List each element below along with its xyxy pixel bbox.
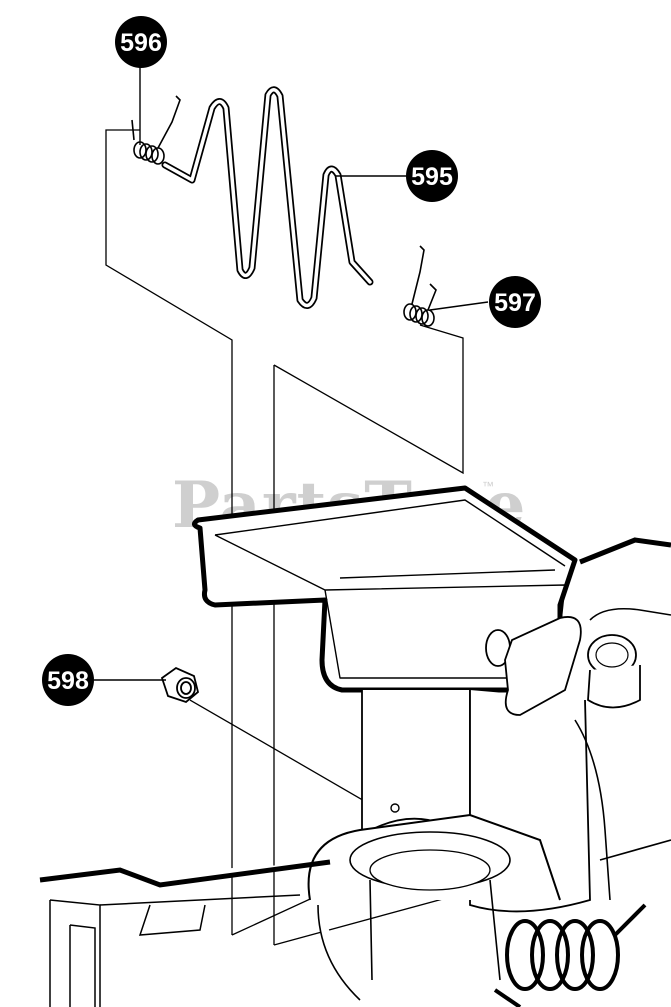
wire-rod-part-595 <box>161 86 374 309</box>
spring-part-597 <box>403 245 437 327</box>
callout-598: 598 <box>42 654 94 706</box>
chute-deflector <box>192 485 578 693</box>
callout-597-label: 597 <box>494 289 536 317</box>
callout-596-label: 596 <box>120 29 162 57</box>
chute-base-collar <box>307 813 561 1001</box>
callout-597: 597 <box>489 276 541 328</box>
engine-housing <box>574 537 671 901</box>
lower-coil-spring <box>493 903 647 1007</box>
watermark-trademark: ™ <box>482 479 494 493</box>
callout-596-badge <box>115 16 167 68</box>
callout-598-label: 598 <box>47 667 89 695</box>
callout-595-label: 595 <box>411 163 453 191</box>
callout-595-badge <box>406 150 458 202</box>
callout-595: 595 <box>406 150 458 202</box>
callout-leader-lines <box>94 67 489 681</box>
callout-596: 596 <box>115 16 167 68</box>
adjustment-knob <box>485 616 641 716</box>
callout-598-badge <box>42 654 94 706</box>
callout-597-badge <box>489 276 541 328</box>
nut-part-598 <box>160 666 200 704</box>
spring-part-596 <box>131 95 181 165</box>
lower-frame <box>39 859 331 1007</box>
leader-597 <box>429 301 489 311</box>
